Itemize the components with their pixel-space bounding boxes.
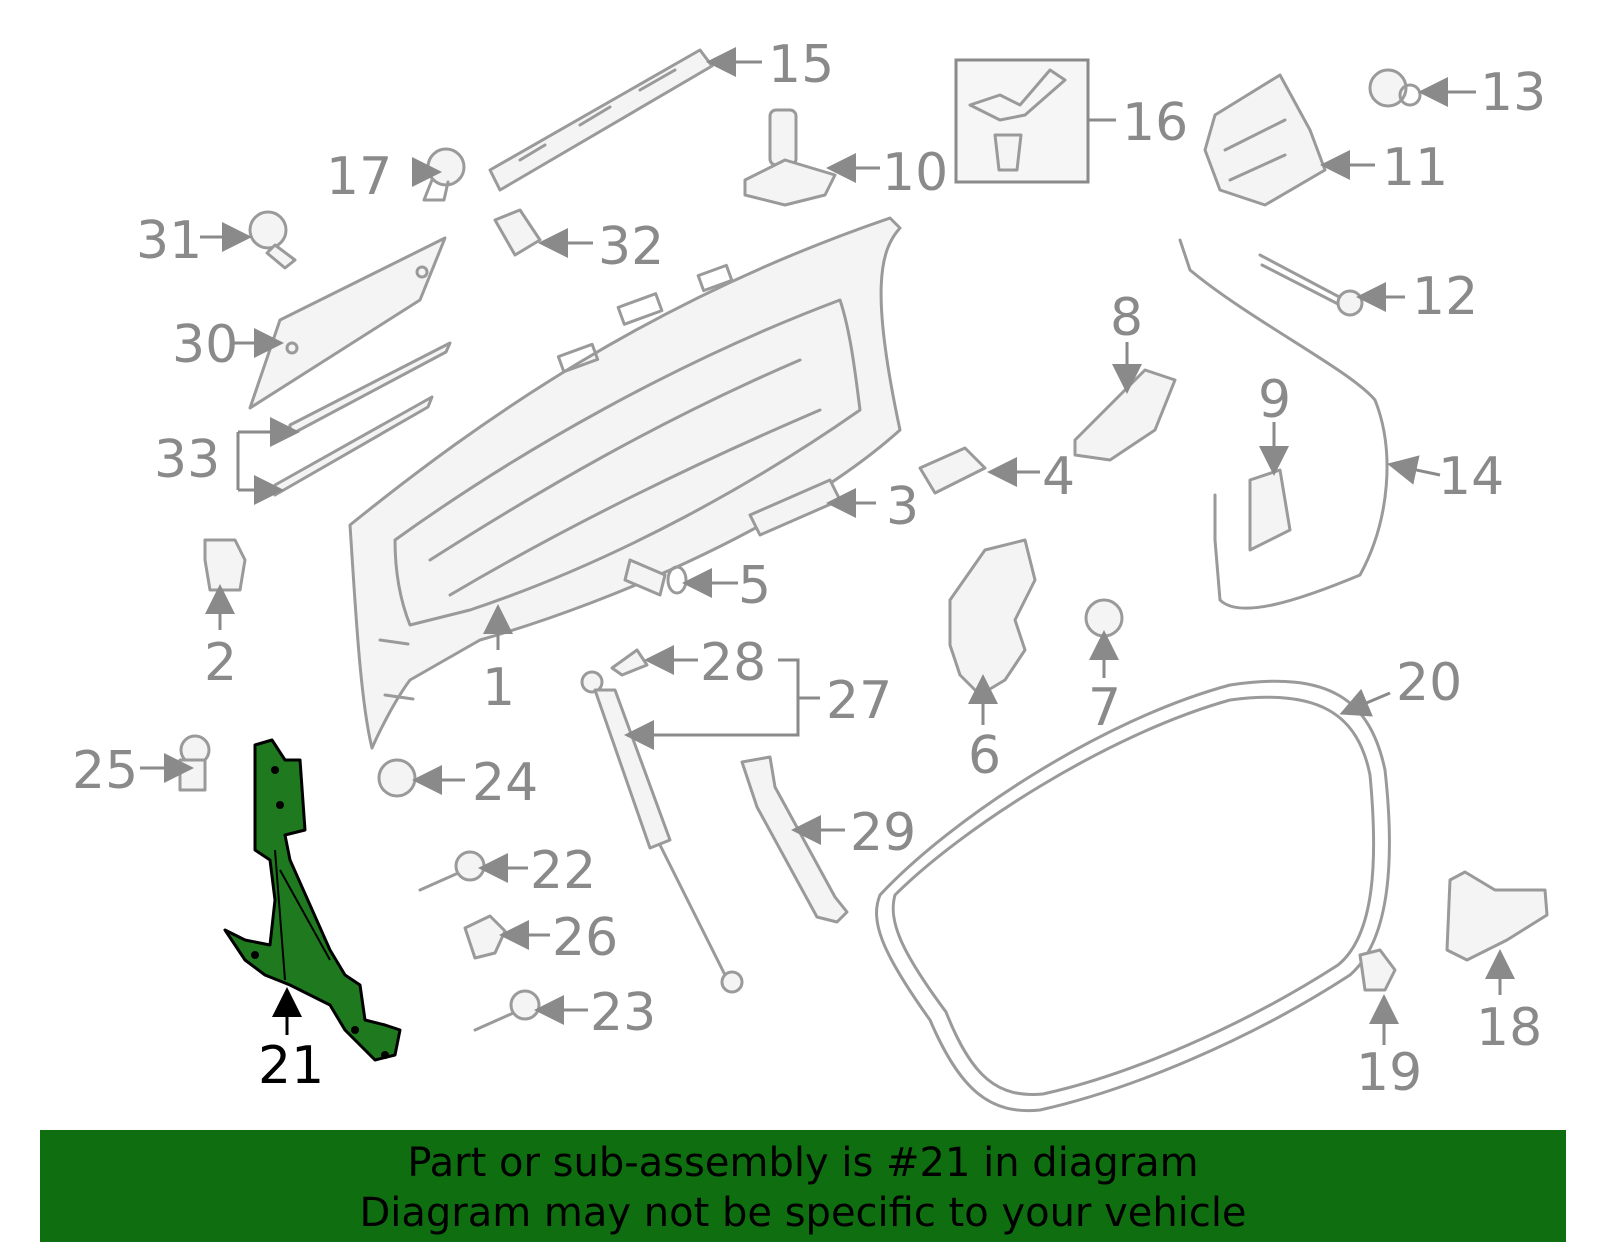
part-26-clip [463, 914, 507, 960]
part-28-clip [610, 648, 649, 677]
part-8-bracket [1073, 368, 1177, 462]
callout-9: 9 [1258, 370, 1291, 430]
part-32-bumper [493, 208, 542, 257]
callout-8: 8 [1110, 288, 1143, 348]
leader-lines [140, 47, 1515, 1045]
callout-32: 32 [598, 217, 664, 277]
part-7-nut [1084, 598, 1124, 638]
part-31-pushpin [248, 210, 297, 270]
part-11-motor [1203, 73, 1327, 207]
callout-19: 19 [1356, 1043, 1422, 1103]
part-13-nut [1368, 68, 1422, 108]
callout-21: 21 [258, 1036, 324, 1096]
part-33-strips [273, 341, 452, 497]
callout-20: 20 [1396, 653, 1462, 713]
part-25-clip [178, 734, 211, 792]
part-2-bumper [203, 538, 247, 592]
callout-1: 1 [482, 658, 515, 718]
part-22-screw [418, 850, 486, 892]
callout-24: 24 [472, 753, 538, 813]
callout-22: 22 [530, 841, 596, 901]
part-6-latch [948, 538, 1037, 697]
banner-line-1: Part or sub-assembly is #21 in diagram [407, 1140, 1199, 1186]
part-10-latch-striker [743, 108, 837, 207]
callout-10: 10 [882, 143, 948, 203]
callout-4: 4 [1042, 447, 1075, 507]
part-12-bolt [1258, 253, 1364, 317]
part-30-panel [248, 236, 447, 410]
part-20-weatherstrip [875, 679, 1391, 1113]
callout-28: 28 [700, 633, 766, 693]
callout-16: 16 [1122, 93, 1188, 153]
part-15-bracket [488, 48, 714, 192]
callout-6: 6 [968, 726, 1001, 786]
callout-12: 12 [1412, 267, 1478, 327]
banner-line-2: Diagram may not be specific to your vehi… [359, 1190, 1247, 1236]
callout-5: 5 [738, 556, 771, 616]
part-21-hinge-highlighted [223, 738, 402, 1062]
part-24-nut [377, 758, 417, 798]
callout-13: 13 [1480, 63, 1546, 123]
callout-3: 3 [886, 477, 919, 537]
callout-18: 18 [1476, 998, 1542, 1058]
part-23-screw [473, 989, 541, 1032]
callout-14: 14 [1438, 447, 1504, 507]
callout-2: 2 [204, 633, 237, 693]
callout-30: 30 [172, 315, 238, 375]
callout-25: 25 [72, 741, 138, 801]
callout-11: 11 [1382, 138, 1448, 198]
callout-31: 31 [136, 211, 202, 271]
callout-26: 26 [552, 908, 618, 968]
callout-labels: 15 17 10 16 11 13 31 32 30 33 12 8 9 14 … [72, 35, 1546, 1103]
callout-29: 29 [850, 803, 916, 863]
part-16-kit [954, 58, 1090, 184]
part-17-clip [422, 147, 466, 202]
part-4-pad [918, 446, 987, 495]
callout-23: 23 [590, 983, 656, 1043]
callout-17: 17 [326, 147, 392, 207]
part-27-gas-strut [580, 670, 744, 994]
part-18-bracket [1445, 870, 1549, 962]
info-banner: Part or sub-assembly is #21 in diagram D… [40, 1130, 1566, 1242]
part-9-14-cable [1178, 238, 1389, 610]
part-29-trim [740, 755, 849, 924]
callout-27: 27 [826, 671, 892, 731]
callout-7: 7 [1088, 678, 1121, 738]
part-19-nut [1358, 948, 1397, 992]
callout-15: 15 [768, 35, 834, 95]
callout-33: 33 [154, 430, 220, 490]
